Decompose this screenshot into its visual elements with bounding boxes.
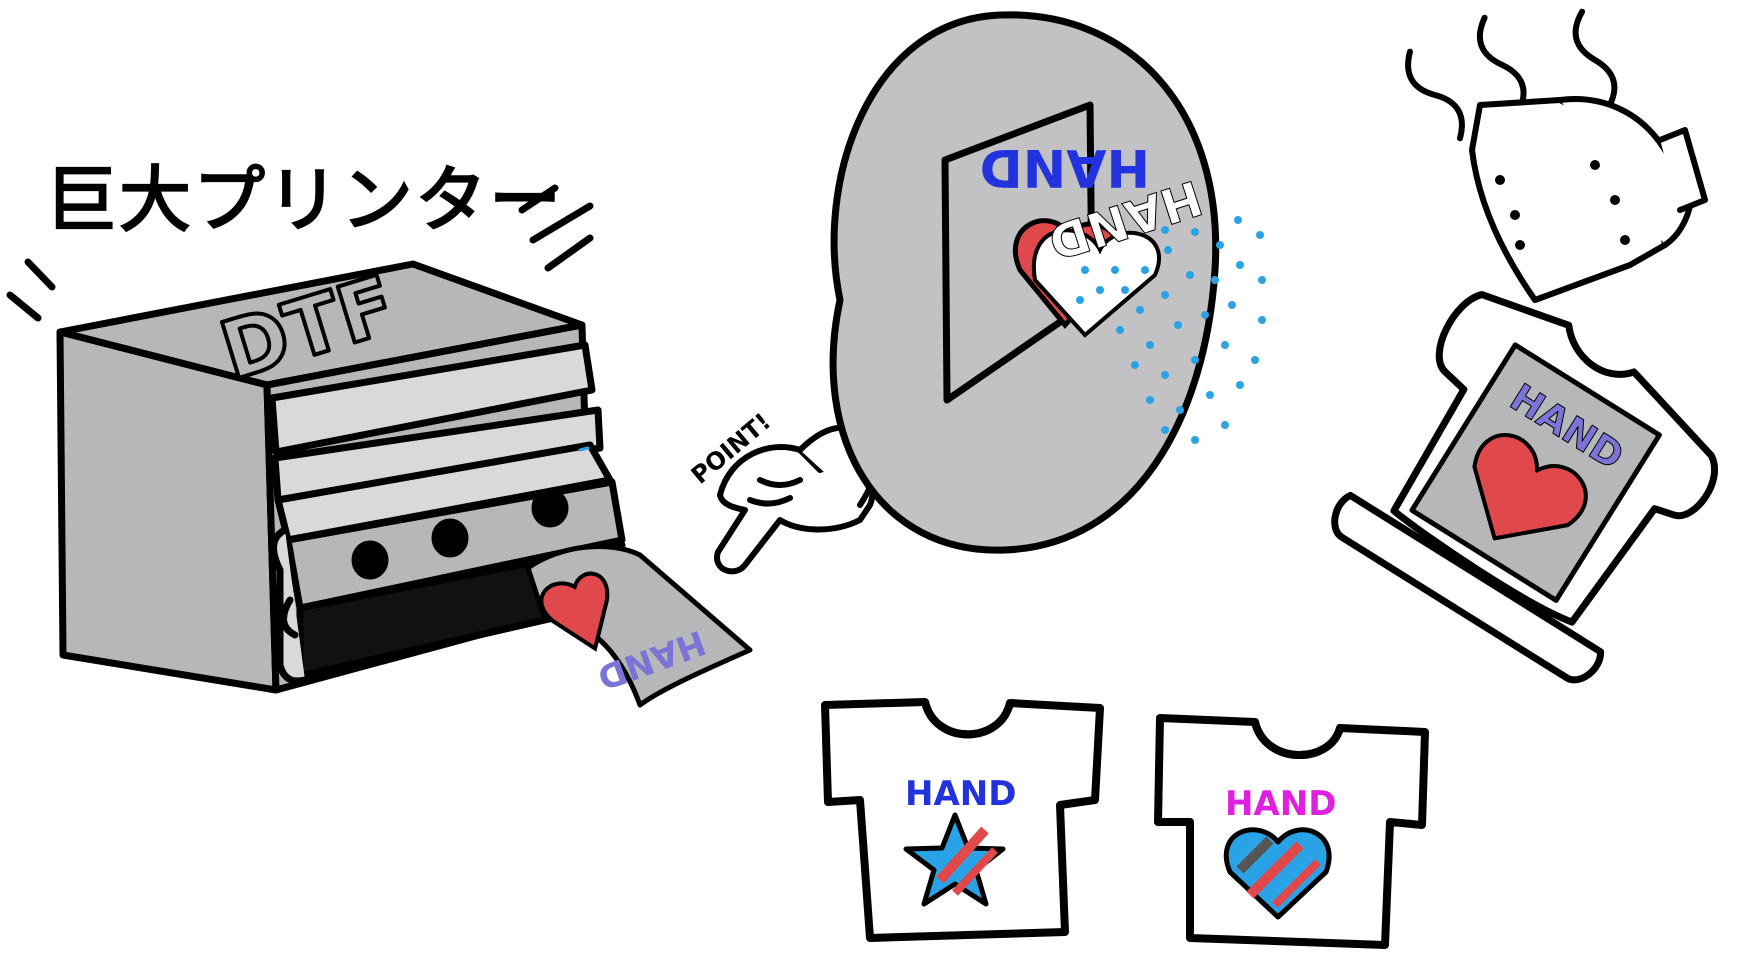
heat-press	[1405, 8, 1708, 303]
transfer-heart-white	[1031, 228, 1161, 338]
excitement-marks-right	[518, 184, 594, 272]
transfer-text-front: HAND	[980, 137, 1150, 197]
vent-dots	[1495, 160, 1630, 250]
roller-hole-3	[531, 488, 569, 528]
dtf-printer: DTF	[56, 256, 626, 694]
powder-dots	[1076, 216, 1266, 444]
pressed-heart	[1472, 433, 1588, 541]
shirt-star: HAND	[821, 698, 1104, 942]
pressed-shirt: HAND	[1331, 291, 1719, 684]
transfer-bubble: HAND HAND	[829, 11, 1266, 554]
page-title: 巨大プリンター	[45, 158, 563, 242]
excitement-marks-left	[6, 258, 56, 322]
shirt-star-text: HAND	[905, 774, 1016, 814]
roller-hole-1	[351, 540, 389, 580]
shirt-heart: HAND	[1154, 714, 1429, 949]
title-group: 巨大プリンター	[6, 158, 594, 322]
printed-film: HAND	[525, 544, 753, 708]
roller-hole-2	[431, 518, 469, 558]
film-heart	[539, 571, 610, 652]
shirt-heart-text: HAND	[1225, 784, 1336, 824]
